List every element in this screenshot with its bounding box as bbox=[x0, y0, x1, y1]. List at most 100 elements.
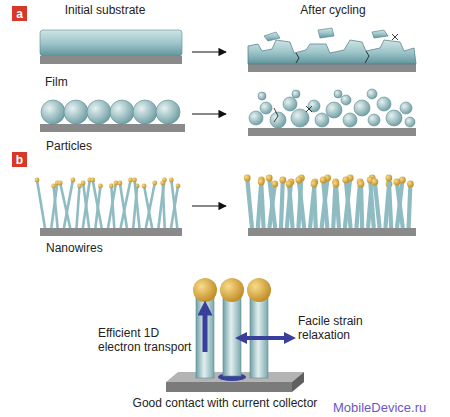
substrate bbox=[248, 128, 416, 136]
nanowire bbox=[144, 186, 152, 228]
catalyst-tip bbox=[385, 175, 392, 182]
panel-label-box: b bbox=[12, 152, 27, 167]
particle-fragment bbox=[341, 95, 351, 105]
property-label: Facile strain relaxation bbox=[298, 314, 372, 342]
nanowire bbox=[289, 184, 293, 228]
catalyst-tip bbox=[333, 181, 340, 188]
structure-label: Film bbox=[45, 75, 125, 89]
catalyst-tip bbox=[371, 179, 378, 186]
film-flake bbox=[372, 30, 388, 38]
nanowire bbox=[336, 184, 339, 228]
nanowire bbox=[196, 292, 214, 378]
nanowire bbox=[361, 184, 362, 228]
particle bbox=[41, 100, 65, 124]
nanowire bbox=[409, 184, 411, 228]
catalyst-tip bbox=[358, 181, 365, 188]
crack bbox=[365, 51, 369, 63]
particle-fragment bbox=[292, 90, 300, 98]
particle-fragment bbox=[386, 110, 402, 126]
nanowire bbox=[93, 180, 102, 228]
nanowire bbox=[322, 178, 328, 228]
film-flake bbox=[318, 28, 334, 38]
particle-fragment bbox=[334, 90, 342, 98]
panel-label-box: a bbox=[12, 6, 27, 21]
nanowire bbox=[397, 180, 402, 228]
particle-fragment bbox=[368, 114, 380, 126]
watermark: MobileDevice.ru bbox=[333, 400, 450, 415]
process-arrow bbox=[192, 205, 226, 206]
catalyst-tip bbox=[71, 178, 76, 183]
catalyst-tip bbox=[109, 184, 114, 189]
nanowire bbox=[250, 292, 268, 378]
particle-fragment bbox=[249, 111, 263, 125]
catalyst-tip bbox=[258, 179, 265, 186]
particle-fragment bbox=[367, 89, 377, 99]
nanowire bbox=[60, 183, 70, 228]
particle-fragment bbox=[258, 92, 266, 100]
particle-fragment bbox=[283, 97, 297, 111]
particle bbox=[133, 100, 157, 124]
nanowire bbox=[83, 180, 90, 228]
nanowire bbox=[345, 178, 350, 228]
process-arrow bbox=[192, 51, 226, 52]
substrate bbox=[40, 228, 182, 236]
nanowire bbox=[158, 180, 164, 228]
process-arrow bbox=[192, 113, 226, 114]
substrate bbox=[40, 124, 185, 132]
catalyst-tip bbox=[160, 181, 165, 186]
panel-letter: a bbox=[16, 8, 23, 20]
particle-fragment bbox=[315, 113, 329, 127]
nanowire bbox=[37, 180, 45, 228]
catalyst-tip bbox=[35, 178, 40, 183]
catalyst-tip bbox=[51, 184, 56, 189]
particle-fragment bbox=[377, 97, 391, 111]
particle bbox=[64, 100, 88, 124]
particle bbox=[87, 100, 111, 124]
catalyst-tip bbox=[90, 178, 95, 183]
nanowire bbox=[135, 180, 140, 228]
substrate bbox=[40, 56, 182, 64]
nanowire bbox=[375, 182, 380, 228]
particle-fragment bbox=[326, 102, 342, 118]
current-collector bbox=[166, 382, 292, 392]
catalyst-tip bbox=[118, 181, 123, 186]
nanowire bbox=[77, 186, 80, 228]
nanowire bbox=[269, 178, 275, 228]
nanowire bbox=[323, 180, 327, 228]
nanowire bbox=[171, 180, 177, 228]
nanowire bbox=[120, 183, 127, 228]
catalyst-tip bbox=[407, 181, 414, 188]
particle-fragment bbox=[354, 100, 370, 116]
catalyst-tip bbox=[142, 184, 147, 189]
catalyst-tip bbox=[193, 278, 217, 302]
catalyst-tip bbox=[393, 179, 400, 186]
catalyst-tip bbox=[81, 181, 86, 186]
electron-transport-arrow bbox=[203, 308, 208, 352]
fracture-mark bbox=[392, 34, 398, 40]
crack bbox=[296, 53, 299, 63]
strain-relaxation-arrow bbox=[241, 336, 290, 340]
particle-fragment bbox=[343, 113, 357, 127]
catalyst-tip bbox=[132, 178, 137, 183]
nanowire bbox=[163, 183, 165, 228]
nanowire bbox=[223, 292, 241, 376]
catalyst-tip bbox=[169, 178, 174, 183]
nanowire bbox=[299, 180, 304, 228]
property-label: Efficient 1D electron transport bbox=[98, 326, 202, 354]
nanowire bbox=[83, 183, 89, 228]
particle-fragment bbox=[270, 112, 286, 128]
nanowire bbox=[261, 182, 263, 228]
film-flake bbox=[264, 32, 280, 41]
catalyst-tip bbox=[247, 278, 271, 302]
nanowire bbox=[310, 182, 315, 228]
catalyst-tip bbox=[266, 175, 273, 182]
catalyst-tip bbox=[58, 181, 63, 186]
caption-label: Good contact with current collector bbox=[95, 396, 355, 410]
catalyst-tip bbox=[279, 177, 286, 184]
particle-fragment bbox=[400, 102, 412, 114]
nanowire bbox=[397, 182, 403, 228]
catalyst-tip bbox=[220, 278, 244, 302]
particle bbox=[110, 100, 134, 124]
catalyst-tip bbox=[320, 177, 327, 184]
